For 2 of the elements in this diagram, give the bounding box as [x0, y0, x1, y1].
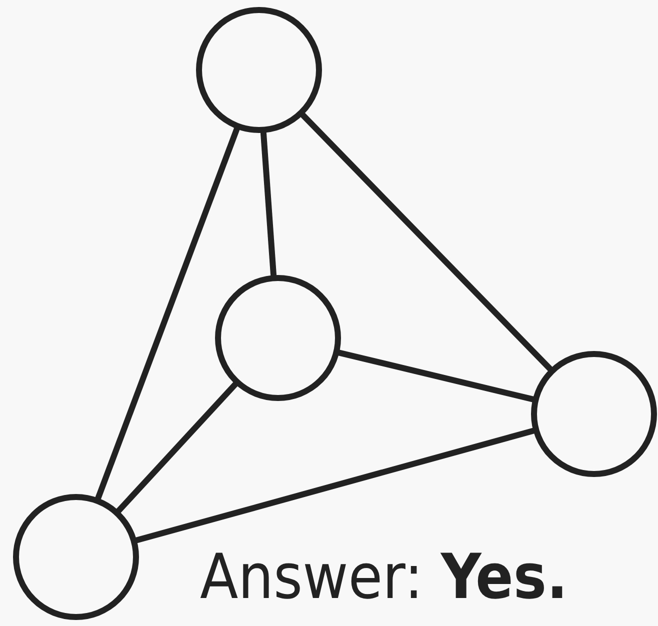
connector-line — [298, 110, 554, 374]
answer-text: Answer: Yes. — [200, 540, 568, 614]
